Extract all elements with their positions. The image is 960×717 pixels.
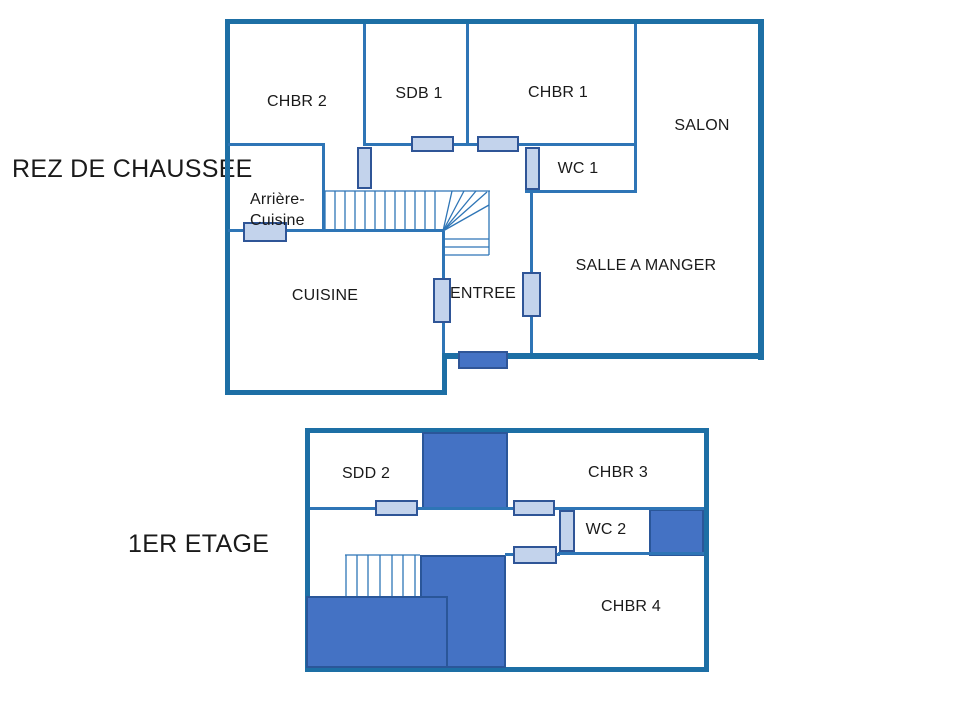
ground-floor-title: REZ DE CHAUSSEE [12,155,253,183]
wall-outer-left [305,428,310,672]
wall-outer-left [225,19,230,395]
door-arriere-cuisine [243,222,287,242]
first-floor-plan: SDD 2 CHBR 3 WC 2 CHBR 4 [303,426,713,676]
stair-treads [345,555,416,596]
door-entree-salle [522,272,541,317]
wall-salon-left [634,24,637,193]
wall-arriere-cuisine-right [322,143,325,232]
wall-sdb1-chbr1 [466,24,469,143]
wall-wc1-bottom [525,190,637,193]
room-label-sdb1: SDB 1 [395,85,443,102]
wall-cuisine-top [228,229,444,232]
front-door [458,351,508,369]
stair-winder-treads [442,190,490,256]
room-label-chbr3: CHBR 3 [588,464,648,481]
door-wc2 [559,510,575,552]
staircase-first-floor [345,554,420,596]
wall-outer-step [442,353,447,395]
room-label-arriere-cuisine: Arrière- Cuisine [250,191,305,229]
solid-block-stairwell-shaft [422,432,508,509]
first-floor-title: 1ER ETAGE [128,530,270,558]
wall-outer-bottom [305,667,709,672]
wall-outer-bottom-right [444,353,764,359]
wall-chbr2-bottom [228,143,325,146]
door-chbr2 [357,147,372,189]
wall-outer-right [704,428,709,672]
room-label-entree: ENTREE [449,285,517,302]
door-wc1 [525,147,540,190]
wall-outer-right [758,19,764,360]
wall-landing-top [310,507,704,510]
wall-cuisine-entree-lower [442,321,445,353]
stair-treads [324,191,436,229]
wall-outer-bottom-left [225,390,447,395]
solid-block-right [649,509,704,556]
door-chbr4 [513,546,557,564]
solid-block-bottom-left [306,596,448,668]
room-label-wc2: WC 2 [585,521,627,538]
door-chbr3 [513,500,555,516]
wall-outer-top [225,19,764,24]
wall-chbr2-sdb1 [363,24,366,143]
wall-wc2-bottom [558,552,704,555]
room-label-wc1: WC 1 [557,160,599,177]
room-label-salle-a-manger: SALLE A MANGER [575,257,717,274]
staircase-ground-floor [324,190,490,256]
stair-outline [325,190,490,255]
room-label-chbr1: CHBR 1 [528,84,588,101]
door-cuisine-entree [433,278,451,323]
door-sdd2 [375,500,418,516]
wall-chbr1-bottom [466,143,637,146]
door-chbr1 [477,136,519,152]
room-label-chbr2: CHBR 2 [267,93,327,110]
room-label-salon: SALON [674,117,730,134]
door-sdb1 [411,136,454,152]
room-label-cuisine: CUISINE [291,287,359,304]
ground-floor-plan: CHBR 2 SDB 1 CHBR 1 SALON WC 1 Arrière- … [223,17,768,400]
room-label-chbr4: CHBR 4 [601,598,661,615]
room-label-sdd2: SDD 2 [341,465,391,482]
wall-outer-top [305,428,709,433]
wall-cuisine-entree-upper [442,231,445,281]
